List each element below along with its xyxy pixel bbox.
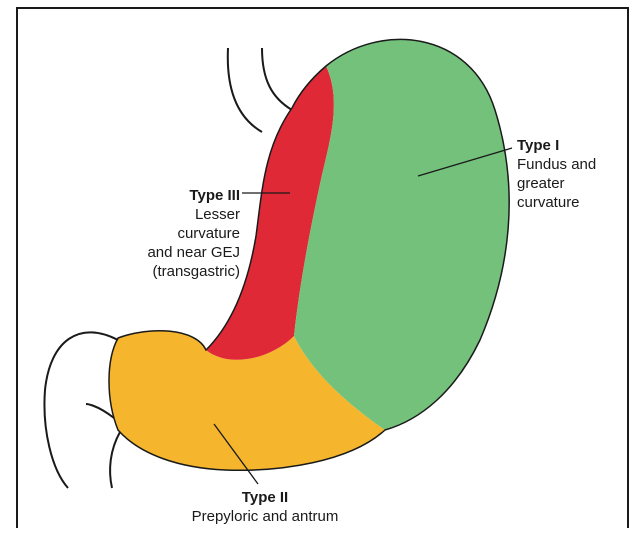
label-type-1-line: greater	[517, 174, 596, 193]
label-type-3: Type III Lesser curvature and near GEJ (…	[140, 186, 240, 281]
duodenum-outer-wall	[44, 332, 118, 488]
label-type-3-title: Type III	[140, 186, 240, 205]
label-type-1-title: Type I	[517, 136, 596, 155]
label-type-3-line: Lesser	[140, 205, 240, 224]
label-type-1: Type I Fundus and greater curvature	[517, 136, 596, 212]
esophagus-left-wall	[228, 48, 262, 132]
label-type-1-line: curvature	[517, 193, 596, 212]
label-type-2-line: Prepyloric and antrum	[150, 507, 380, 526]
esophagus-right-wall	[262, 48, 292, 110]
label-type-3-line: curvature	[140, 224, 240, 243]
label-type-3-line: (transgastric)	[140, 262, 240, 281]
label-type-1-line: Fundus and	[517, 155, 596, 174]
label-type-2-title: Type II	[150, 488, 380, 507]
label-type-2: Type II Prepyloric and antrum	[150, 488, 380, 526]
duodenum-lower-wall	[110, 432, 120, 488]
label-type-3-line: and near GEJ	[140, 243, 240, 262]
duodenum-inner-wall	[86, 404, 114, 418]
